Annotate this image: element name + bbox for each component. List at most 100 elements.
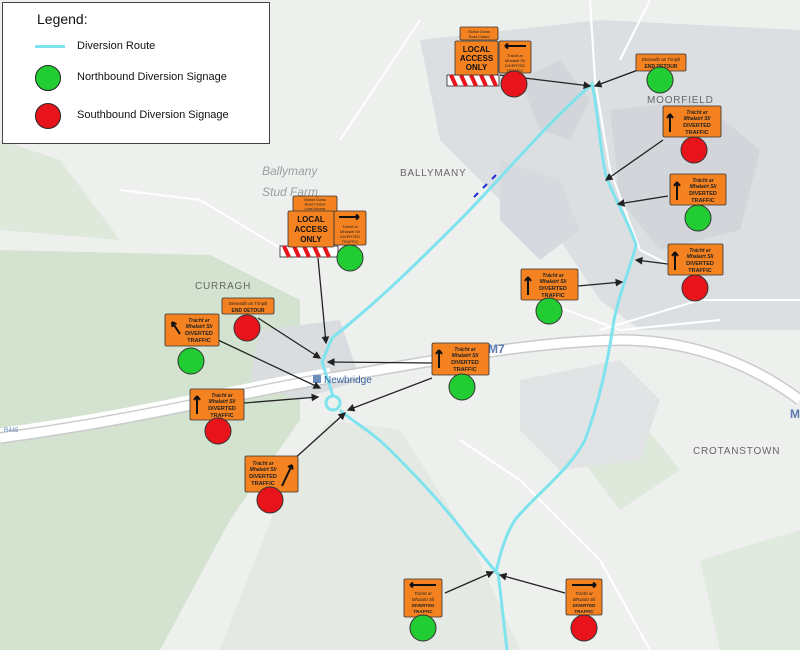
svg-text:ACCESS: ACCESS [460,54,494,63]
south-dot[interactable] [570,614,598,642]
south-dot[interactable] [681,274,709,302]
svg-text:Trácht ar: Trácht ar [414,591,432,596]
svg-text:TRAFFIC: TRAFFIC [574,609,594,614]
north-dot[interactable] [684,204,712,232]
svg-text:DIVERTED: DIVERTED [412,603,436,608]
svg-text:DIVERTED: DIVERTED [249,474,277,480]
svg-text:TRAFFIC: TRAFFIC [688,268,712,274]
svg-text:DIVERTED: DIVERTED [686,261,714,267]
label-m7-edge: M [790,407,800,421]
svg-text:Mhalairt Slí: Mhalairt Slí [412,597,435,602]
label-ballymany: BALLYMANY [400,168,466,179]
svg-text:Trácht ar: Trácht ar [342,224,359,229]
svg-text:DIVERTED: DIVERTED [451,360,479,366]
svg-text:Trácht ar: Trácht ar [507,53,524,58]
svg-text:Trácht ar: Trácht ar [542,273,564,279]
svg-text:Bóthar Dúnta: Bóthar Dúnta [304,198,325,202]
svg-text:TRAFFIC: TRAFFIC [541,293,565,299]
south-dot[interactable] [233,314,261,342]
svg-text:DIVERTED: DIVERTED [185,331,213,337]
svg-text:ACCESS: ACCESS [294,225,328,234]
svg-text:Trácht ar: Trácht ar [686,110,708,116]
svg-text:ONLY: ONLY [300,235,322,244]
sign-diverted-center-right: Trácht ar Mhalairt Slí DIVERTED TRAFFIC [520,268,579,301]
south-dot[interactable] [204,417,232,445]
svg-text:DIVERTED: DIVERTED [340,234,360,239]
legend-north-label: Northbound Diversion Signage [77,71,227,83]
svg-text:Deireadh an Timpill: Deireadh an Timpill [229,301,268,306]
minor-roads [119,0,800,650]
svg-text:Road Closed: Road Closed [469,35,490,39]
diversion-route[interactable] [320,81,638,576]
svg-text:Road Closed: Road Closed [305,203,326,207]
red-circle-icon [35,103,61,129]
svg-text:Newbridge: Newbridge [324,375,372,386]
south-dot[interactable] [680,136,708,164]
svg-text:Trácht ar: Trácht ar [575,591,593,596]
sign-diverted-curragh: Trácht ar Mhalairt Slí DIVERTED TRAFFIC [164,313,220,347]
south-dot[interactable] [500,70,528,98]
sign-diverted-bottom-right: Trácht ar Mhalairt Slí DIVERTED TRAFFIC [565,578,603,616]
svg-text:TRAFFIC: TRAFFIC [251,481,275,487]
legend-route-label: Diversion Route [77,40,156,52]
legend-row-south: Southbound Diversion Signage [3,101,269,131]
signs: Bóthar Dúnta Road Closed LOCAL ACCESS ON… [164,26,727,618]
north-dot[interactable] [336,244,364,272]
closure-marks [473,174,497,198]
sign-road-closed-top: Bóthar Dúnta Road Closed [459,26,499,41]
legend: Legend: Diversion Route Northbound Diver… [2,2,270,144]
svg-text:Trácht ar: Trácht ar [689,248,711,254]
north-dot[interactable] [535,297,563,325]
sign-diverted-right-2: Trácht ar Mhalairt Slí DIVERTED TRAFFIC [669,173,727,206]
svg-text:TRAFFIC: TRAFFIC [507,68,524,73]
svg-text:Mhalairt Slí: Mhalairt Slí [209,399,236,405]
label-moorfield: MOORFIELD [647,95,714,106]
signage-dots [177,66,712,642]
svg-text:ONLY: ONLY [466,63,488,72]
svg-text:TRAFFIC: TRAFFIC [413,609,433,614]
svg-text:Mhalairt Slí: Mhalairt Slí [687,254,714,260]
svg-text:TRAFFIC: TRAFFIC [187,338,211,344]
svg-text:TRAFFIC: TRAFFIC [691,198,715,204]
north-dot[interactable] [177,347,205,375]
svg-text:Mhalairt Slí: Mhalairt Slí [250,467,277,473]
svg-text:Trácht ar: Trácht ar [454,347,476,353]
north-dot[interactable] [409,614,437,642]
svg-text:Trácht ar: Trácht ar [188,318,210,324]
svg-text:DIVERTED: DIVERTED [539,286,567,292]
svg-text:LOCAL: LOCAL [463,45,491,54]
svg-text:TRAFFIC: TRAFFIC [210,413,234,419]
svg-text:DIVERTED: DIVERTED [208,406,236,412]
legend-row-north: Northbound Diversion Signage [3,63,269,93]
svg-text:DIVERTED: DIVERTED [505,63,525,68]
green-circle-icon [35,65,61,91]
legend-row-route: Diversion Route [3,32,269,62]
svg-text:TRAFFIC: TRAFFIC [342,239,359,244]
north-dot[interactable] [448,373,476,401]
label-m7: M7 [488,342,505,356]
barrier-left-local-access [279,245,339,258]
north-dot[interactable] [646,66,674,94]
label-ballymany-stud: Ballymany [262,164,318,178]
legend-south-label: Southbound Diversion Signage [77,109,229,121]
label-crotanstown: CROTANSTOWN [693,446,780,457]
sign-diverted-moorfield: Trácht ar Mhalairt Slí DIVERTED TRAFFIC [662,105,722,138]
svg-text:Mhalairt Slí: Mhalairt Slí [340,229,361,234]
svg-text:Mhalairt Slí: Mhalairt Slí [573,597,596,602]
svg-text:Mhalairt Slí: Mhalairt Slí [540,279,567,285]
route-line-icon [35,45,65,48]
legend-title: Legend: [37,11,88,27]
sign-diverted-m7: Trácht ar Mhalairt Slí DIVERTED TRAFFIC [431,342,490,376]
label-stud-farm: Stud Farm [262,185,318,199]
sign-end-detour-left: Deireadh an Timpill END DETOUR [221,297,275,315]
sign-diverted-left-lower: Trácht ar Mhalairt Slí DIVERTED TRAFFIC [189,388,245,421]
svg-text:Trácht ar: Trácht ar [252,461,274,467]
south-dot[interactable] [256,486,284,514]
svg-text:Mhalairt Slí: Mhalairt Slí [690,184,717,190]
barrier-top-local-access [446,74,500,87]
svg-text:Mhalairt Slí: Mhalairt Slí [186,324,213,330]
svg-text:Trácht ar: Trácht ar [692,178,714,184]
label-curragh: CURRAGH [195,281,251,292]
svg-text:TRAFFIC: TRAFFIC [453,367,477,373]
